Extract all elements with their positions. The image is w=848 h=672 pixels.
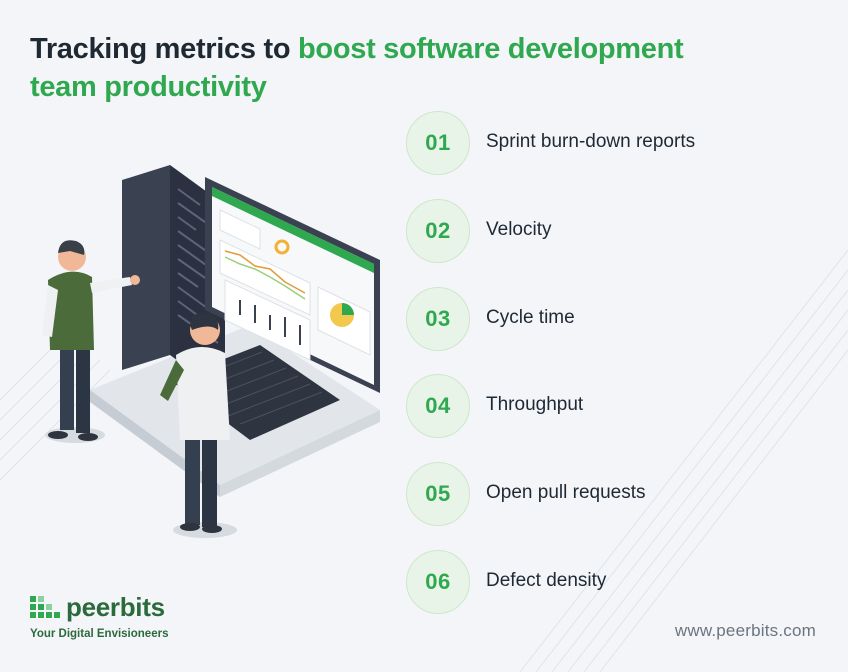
title-plain: Tracking metrics to — [30, 33, 298, 65]
metric-label: Defect density — [486, 570, 607, 591]
metric-number-badge: 03 — [406, 287, 470, 351]
metric-label: Cycle time — [486, 307, 575, 328]
metric-label: Sprint burn-down reports — [486, 131, 696, 152]
title-highlight: boost software development team producti… — [30, 33, 684, 103]
person-viewing — [160, 312, 237, 538]
page-title: Tracking metrics to boost software devel… — [30, 30, 730, 106]
metric-item: 06 Defect density — [406, 550, 836, 614]
metric-label: Velocity — [486, 219, 552, 240]
metric-number-badge: 04 — [406, 374, 470, 438]
team-dashboard-illustration — [42, 165, 380, 538]
peerbits-logo-icon — [30, 596, 60, 618]
brand-name: peerbits — [66, 592, 165, 622]
brand-tagline: Your Digital Envisioneers — [30, 628, 169, 640]
metric-number-badge: 02 — [406, 199, 470, 263]
metric-item: 04 Throughput — [406, 374, 836, 438]
metric-item: 01 Sprint burn-down reports — [406, 111, 836, 175]
metric-item: 05 Open pull requests — [406, 462, 836, 526]
metric-item: 02 Velocity — [406, 199, 836, 263]
metric-number-badge: 05 — [406, 462, 470, 526]
metric-label: Open pull requests — [486, 482, 646, 503]
website-link[interactable]: www.peerbits.com — [674, 621, 816, 640]
metric-label: Throughput — [486, 394, 584, 415]
person-pointing — [42, 240, 140, 443]
metric-number-badge: 01 — [406, 111, 470, 175]
dashboard-screen — [205, 177, 380, 393]
brand-logo: peerbits Your Digital Envisioneers — [30, 592, 230, 646]
metric-number-badge: 06 — [406, 550, 470, 614]
metric-item: 03 Cycle time — [406, 287, 836, 351]
